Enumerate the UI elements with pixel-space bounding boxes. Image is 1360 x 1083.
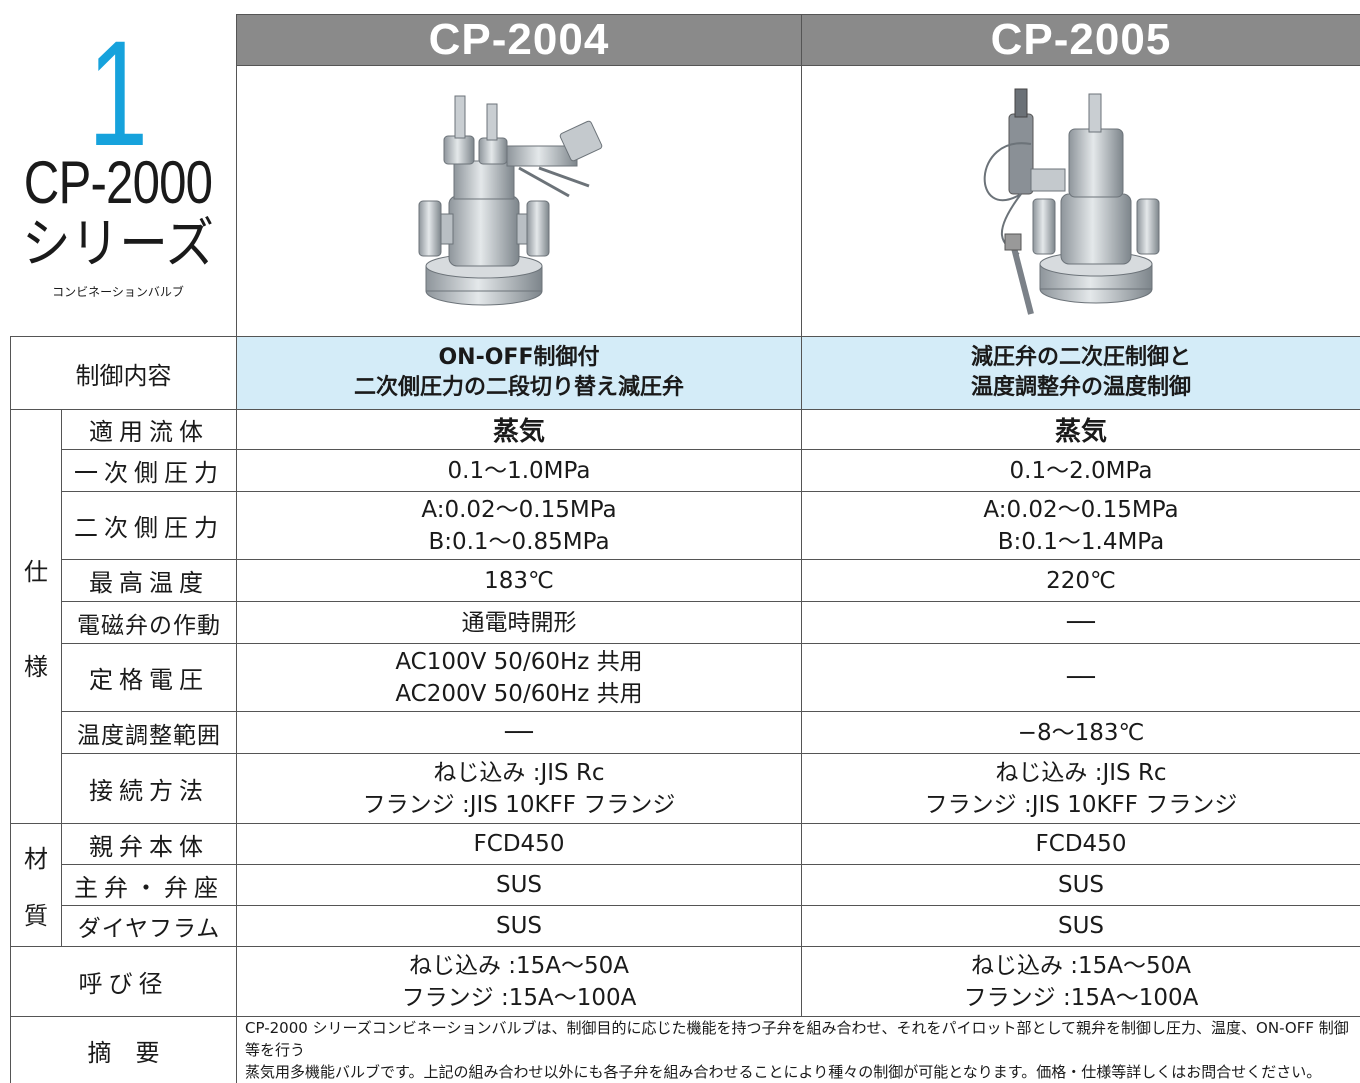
summary-text: CP-2000 シリーズコンビネーションバルブは、制御目的に応じた機能を持つ子弁… <box>237 1017 1360 1083</box>
valve-image-cp2004 <box>399 76 639 326</box>
material-value-cp2004: FCD450 <box>237 824 802 865</box>
spec-row-max-temp: 最高温度 183℃ 220℃ <box>11 560 1360 602</box>
material-value-cp2004: SUS <box>237 906 802 947</box>
spec-value-cp2005: −8〜183℃ <box>802 712 1360 754</box>
spec-value-cp2005: ねじ込み :JIS Rc フランジ :JIS 10KFF フランジ <box>802 754 1360 824</box>
model-header-row: CP-2004 CP-2005 <box>11 15 1360 66</box>
spec-label: 電磁弁の作動 <box>62 602 237 644</box>
spec-value-cp2005: ── <box>802 602 1360 644</box>
spec-label: 定格電圧 <box>62 644 237 712</box>
material-row-diaphragm: ダイヤフラム SUS SUS <box>11 906 1360 947</box>
material-row-seat: 主弁・弁座 SUS SUS <box>11 865 1360 906</box>
spec-value-cp2005: 0.1〜2.0MPa <box>802 450 1360 492</box>
control-row: 制御内容 ON-OFF制御付 二次側圧力の二段切り替え減圧弁 減圧弁の二次圧制御… <box>11 337 1360 410</box>
summary-row: 摘 要 CP-2000 シリーズコンビネーションバルブは、制御目的に応じた機能を… <box>11 1017 1360 1083</box>
control-cp2005: 減圧弁の二次圧制御と 温度調整弁の温度制御 <box>802 337 1360 410</box>
size-value-cp2004: ねじ込み :15A〜50A フランジ :15A〜100A <box>237 947 802 1017</box>
spec-value-cp2005: 蒸気 <box>802 410 1360 450</box>
spec-row-temp-range: 温度調整範囲 ── −8〜183℃ <box>11 712 1360 754</box>
spec-table: CP-2004 CP-2005 <box>10 14 1360 1083</box>
spec-row-connection: 接続方法 ねじ込み :JIS Rc フランジ :JIS 10KFF フランジ ね… <box>11 754 1360 824</box>
spec-row-solenoid: 電磁弁の作動 通電時開形 ── <box>11 602 1360 644</box>
valve-image-cp2005 <box>961 74 1201 329</box>
spec-value-cp2004: 通電時開形 <box>237 602 802 644</box>
size-row: 呼び径 ねじ込み :15A〜50A フランジ :15A〜100A ねじ込み :1… <box>11 947 1360 1017</box>
spec-value-cp2004: ねじ込み :JIS Rc フランジ :JIS 10KFF フランジ <box>237 754 802 824</box>
summary-label: 摘 要 <box>11 1017 237 1083</box>
model-header-cp2005: CP-2005 <box>802 15 1360 66</box>
spec-value-cp2004: AC100V 50/60Hz 共用 AC200V 50/60Hz 共用 <box>237 644 802 712</box>
material-value-cp2005: FCD450 <box>802 824 1360 865</box>
spec-value-cp2005: 220℃ <box>802 560 1360 602</box>
size-value-cp2005: ねじ込み :15A〜50A フランジ :15A〜100A <box>802 947 1360 1017</box>
material-value-cp2005: SUS <box>802 906 1360 947</box>
spec-value-cp2005: A:0.02〜0.15MPa B:0.1〜1.4MPa <box>802 492 1360 560</box>
spec-value-cp2004: ── <box>237 712 802 754</box>
spec-row-outlet-pressure: 二次側圧力 A:0.02〜0.15MPa B:0.1〜0.85MPa A:0.0… <box>11 492 1360 560</box>
material-group-label: 材 質 <box>11 824 62 947</box>
spec-group-label: 仕 様 <box>11 410 62 824</box>
spec-label: 適用流体 <box>62 410 237 450</box>
material-row-body: 材 質 親弁本体 FCD450 FCD450 <box>11 824 1360 865</box>
spec-value-cp2004: 183℃ <box>237 560 802 602</box>
material-label: 親弁本体 <box>62 824 237 865</box>
spec-row-fluid: 仕 様 適用流体 蒸気 蒸気 <box>11 410 1360 450</box>
product-photo-cp2005 <box>802 66 1360 337</box>
spec-label: 温度調整範囲 <box>62 712 237 754</box>
control-label: 制御内容 <box>11 337 237 410</box>
spec-row-voltage: 定格電圧 AC100V 50/60Hz 共用 AC200V 50/60Hz 共用… <box>11 644 1360 712</box>
material-label: ダイヤフラム <box>62 906 237 947</box>
control-cp2004: ON-OFF制御付 二次側圧力の二段切り替え減圧弁 <box>237 337 802 410</box>
spec-label: 接続方法 <box>62 754 237 824</box>
spec-value-cp2004: A:0.02〜0.15MPa B:0.1〜0.85MPa <box>237 492 802 560</box>
material-value-cp2004: SUS <box>237 865 802 906</box>
spec-value-cp2004: 蒸気 <box>237 410 802 450</box>
spec-label: 最高温度 <box>62 560 237 602</box>
material-value-cp2005: SUS <box>802 865 1360 906</box>
spec-value-cp2005: ── <box>802 644 1360 712</box>
spec-value-cp2004: 0.1〜1.0MPa <box>237 450 802 492</box>
material-label: 主弁・弁座 <box>62 865 237 906</box>
spec-label: 一次側圧力 <box>62 450 237 492</box>
size-label: 呼び径 <box>11 947 237 1017</box>
spec-row-inlet-pressure: 一次側圧力 0.1〜1.0MPa 0.1〜2.0MPa <box>11 450 1360 492</box>
model-header-cp2004: CP-2004 <box>237 15 802 66</box>
spec-label: 二次側圧力 <box>62 492 237 560</box>
product-photo-cp2004 <box>237 66 802 337</box>
